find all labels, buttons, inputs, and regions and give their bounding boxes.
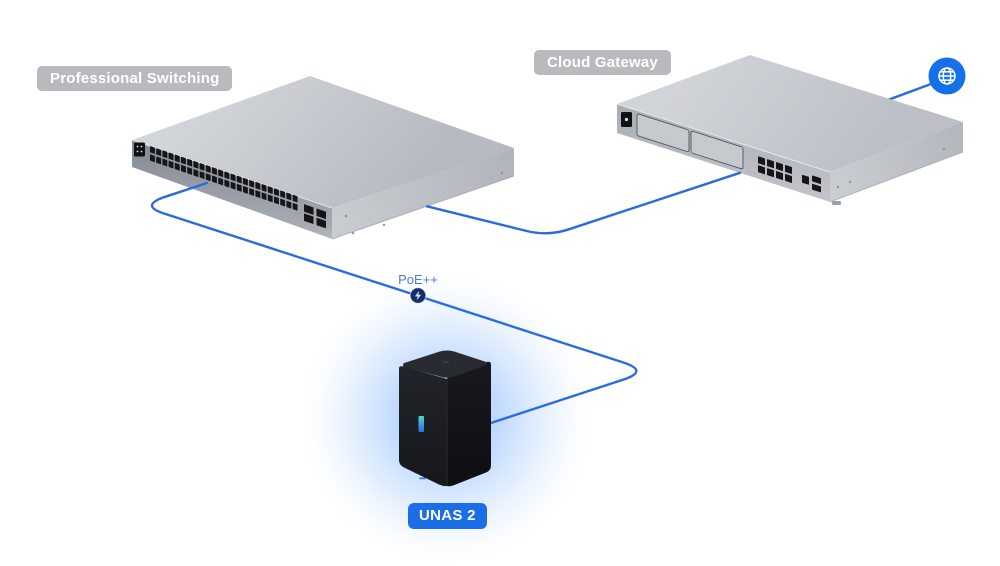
gateway-side-face — [830, 122, 963, 202]
nas-screen — [418, 416, 424, 432]
nas-label: UNAS 2 — [408, 503, 487, 529]
switch-display-dots — [136, 145, 143, 153]
nas-top-button — [442, 360, 450, 364]
gateway-base-shadow — [829, 151, 964, 203]
nas-right-face — [447, 361, 491, 487]
nas-top-face — [403, 350, 487, 378]
gateway-device — [616, 55, 964, 205]
gateway-screws — [836, 147, 946, 189]
switch-device — [131, 76, 515, 240]
switch-screws — [344, 171, 504, 235]
switch-display — [134, 142, 145, 157]
gateway-drive-bay — [690, 130, 744, 170]
gateway-drive-bay — [636, 113, 690, 153]
gateway-front-details — [636, 113, 821, 193]
switch-base-shadow — [331, 175, 515, 240]
gateway-display-dot — [624, 117, 629, 122]
gateway-port-array — [758, 156, 821, 193]
globe-icon — [938, 67, 956, 85]
switch-label: Professional Switching — [37, 66, 233, 91]
lightning-icon — [414, 290, 422, 301]
switch-front-face — [132, 140, 332, 239]
gateway-label: Cloud Gateway — [534, 50, 671, 75]
nas-device — [399, 350, 491, 487]
gateway-top-face — [617, 55, 963, 172]
gateway-foot — [832, 201, 841, 205]
switch-side-face — [332, 148, 514, 239]
connection-switch-nas — [150, 181, 638, 425]
switch-top-face — [132, 76, 514, 208]
poe-label: PoE++ — [398, 272, 438, 287]
internet-badge — [928, 57, 966, 95]
connection-switch-gateway — [425, 171, 742, 235]
poe-badge — [409, 287, 427, 304]
switch-port-array — [150, 146, 326, 229]
gateway-front-edge-highlight — [616, 103, 831, 173]
nas-status-led — [419, 477, 426, 480]
